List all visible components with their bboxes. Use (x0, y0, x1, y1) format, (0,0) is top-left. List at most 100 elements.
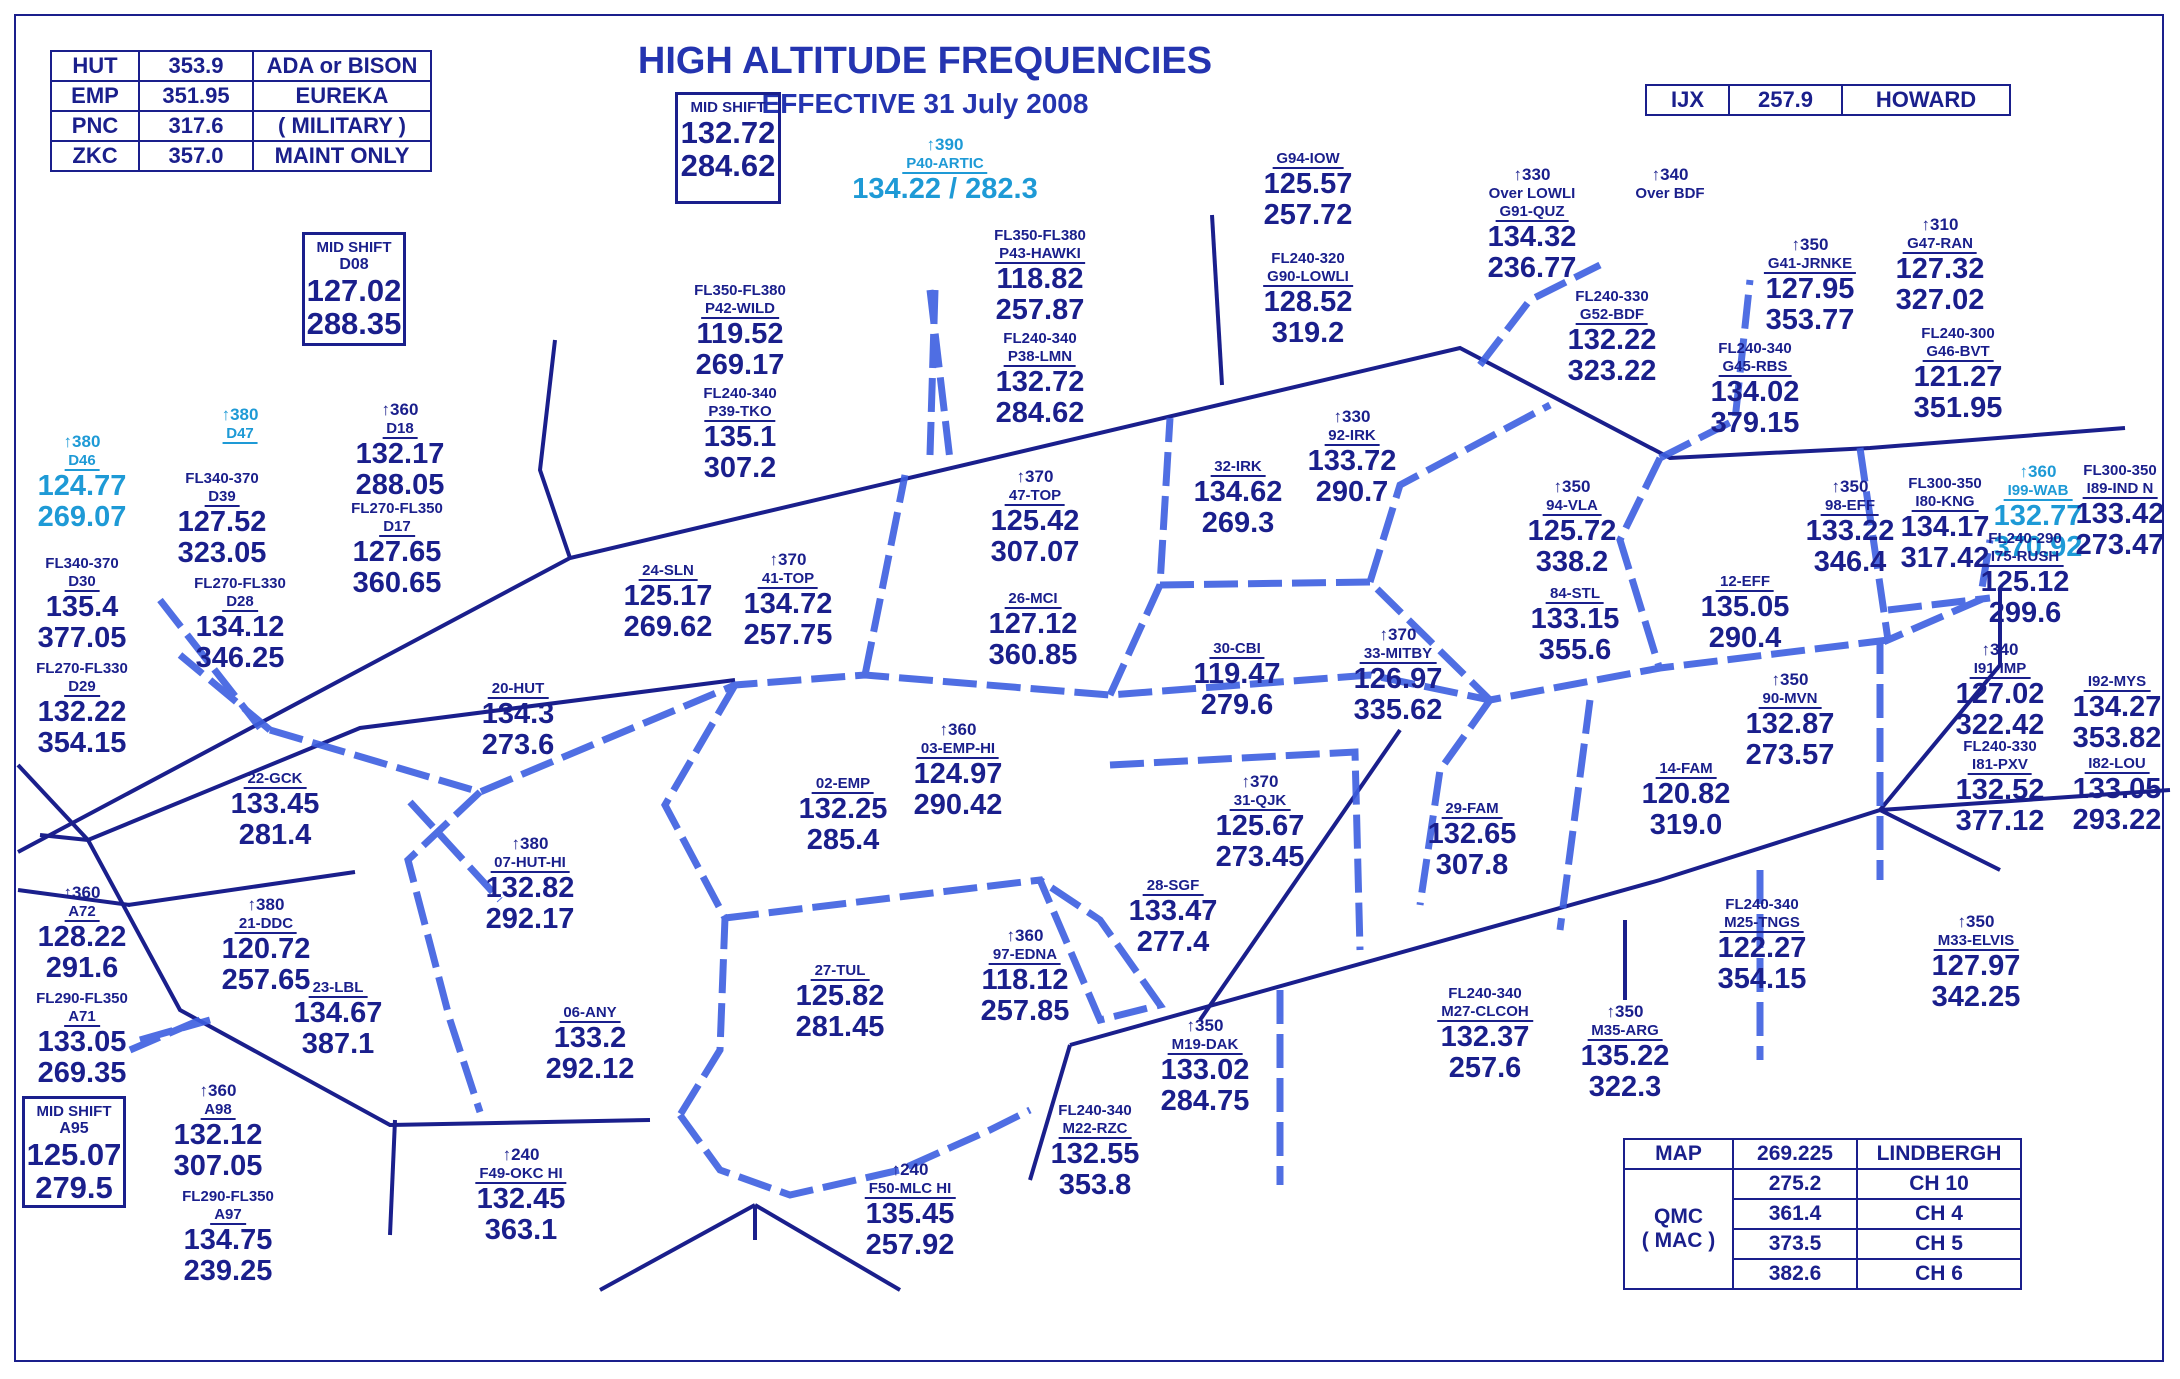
sector-freq-secondary: 257.75 (743, 619, 833, 651)
sector-freq-primary: 132.65 (1427, 818, 1517, 850)
sector-freq-primary: 124.77 (37, 470, 127, 502)
sector-name: G52-BDF (1575, 306, 1649, 325)
sector-flight-levels: FL240-340 (1718, 340, 1792, 357)
sector-name: 03-EMP-HI (916, 740, 1000, 759)
sector-name: 31-QJK (1229, 792, 1291, 811)
sector-freq-primary: 132.22 (37, 696, 127, 728)
sector-name: 97-EDNA (988, 946, 1062, 965)
sector-freq-primary: 133.05 (37, 1026, 127, 1058)
sector-flight-levels: FL340-370 (185, 470, 259, 487)
sector-altitude: ↑380 (63, 432, 101, 451)
sector-freq-secondary: 290.4 (1708, 622, 1782, 654)
sector-freq-secondary: 257.92 (865, 1229, 955, 1261)
sector-freq-primary: 125.17 (623, 580, 713, 612)
sector-freq-primary: 124.97 (913, 758, 1003, 790)
sector-freq-secondary: 338.2 (1535, 546, 1609, 578)
sector-freq-secondary: 292.17 (485, 903, 575, 935)
sector-name: 20-HUT (487, 680, 549, 699)
sector-name: 94-VLA (1542, 497, 1602, 516)
mid-shift-freq-2: 279.5 (35, 1170, 113, 1205)
sector-name: 02-EMP (811, 775, 875, 794)
sector-freq-primary: 125.12 (1980, 566, 2070, 598)
station-freq: 351.95 (138, 80, 254, 112)
mid-shift-label: MID SHIFT (316, 239, 392, 256)
sector-freq-secondary: 360.85 (988, 639, 1078, 671)
sector-name: A98 (200, 1101, 236, 1120)
mac-label: ( MAC ) (1641, 1229, 1716, 1252)
sector-freq-secondary: 257.6 (1448, 1052, 1522, 1084)
sector-flight-levels: Over BDF (1635, 185, 1705, 202)
station-freq: 257.9 (1728, 84, 1843, 116)
sector-freq-primary: 132.52 (1955, 774, 2045, 806)
sector-name: 29-FAM (1441, 800, 1503, 819)
sector-freq-primary: 134.3 (481, 698, 555, 730)
sector-freq-secondary: 379.15 (1710, 407, 1800, 439)
sector-freq-secondary: 279.6 (1200, 689, 1274, 721)
sector-freq-secondary: 307.2 (703, 452, 777, 484)
sector-freq-primary: 128.52 (1263, 286, 1353, 318)
sector-name: 90-MVN (1758, 690, 1822, 709)
qmc-freq: 373.5 (1732, 1228, 1858, 1260)
sector-altitude: ↑360 (63, 883, 101, 902)
sector-name: 24-SLN (638, 562, 698, 581)
sector-freq-primary: 133.22 (1805, 515, 1895, 547)
sector-flight-levels: FL240-330 (1575, 288, 1649, 305)
sector-altitude: ↑360 (2019, 462, 2057, 481)
sector-name: I89-IND N (2082, 480, 2158, 499)
mid-shift-box-a95: MID SHIFT A95 125.07 279.5 (22, 1096, 126, 1208)
sector-freq-primary: 134.62 (1193, 476, 1283, 508)
sector-name: 28-SGF (1142, 877, 1204, 896)
sector-freq-secondary: 290.42 (913, 789, 1003, 821)
mid-shift-freq-1: 125.07 (26, 1137, 122, 1172)
sector-name: P38-LMN (1003, 348, 1077, 367)
sector-freq-primary: 132.87 (1745, 708, 1835, 740)
sector-freq-primary: 120.72 (221, 933, 311, 965)
sector-freq-secondary: 284.75 (1160, 1085, 1250, 1117)
sector-name: A72 (64, 903, 100, 922)
sector-name: 84-STL (1545, 585, 1605, 604)
sector-freq-secondary: 377.05 (37, 622, 127, 654)
sector-flight-levels: FL270-FL350 (351, 500, 443, 517)
station-freq: 317.6 (138, 110, 254, 142)
sector-freq-secondary: 291.6 (45, 952, 119, 984)
station-name: HOWARD (1841, 84, 2011, 116)
sector-name: I92-MYS (2083, 673, 2151, 692)
sector-freq-secondary: 346.4 (1813, 546, 1887, 578)
sector-name: 30-CBI (1209, 640, 1265, 659)
sector-name: 98-EFF (1820, 497, 1880, 516)
sector-freq-secondary: 257.72 (1263, 199, 1353, 231)
sector-freq-primary: 134.17 (1900, 511, 1990, 543)
sector-flight-levels: FL290-FL350 (182, 1188, 274, 1205)
station-code: ZKC (50, 140, 140, 172)
sector-flight-levels: FL240-340 (1725, 896, 1799, 913)
sector-name: 41-TOP (757, 570, 819, 589)
sector-name: 47-TOP (1004, 487, 1066, 506)
sector-freq-secondary: 323.22 (1567, 355, 1657, 387)
sector-freq-primary: 127.12 (988, 608, 1078, 640)
station-name: EUREKA (252, 80, 432, 112)
station-code: HUT (50, 50, 140, 82)
effective-date: EFFECTIVE 31 July 2008 (761, 88, 1089, 119)
sector-freq-secondary: 269.3 (1201, 507, 1275, 539)
sector-freq-primary: 133.2 (553, 1022, 627, 1054)
sector-name: A71 (64, 1008, 100, 1027)
